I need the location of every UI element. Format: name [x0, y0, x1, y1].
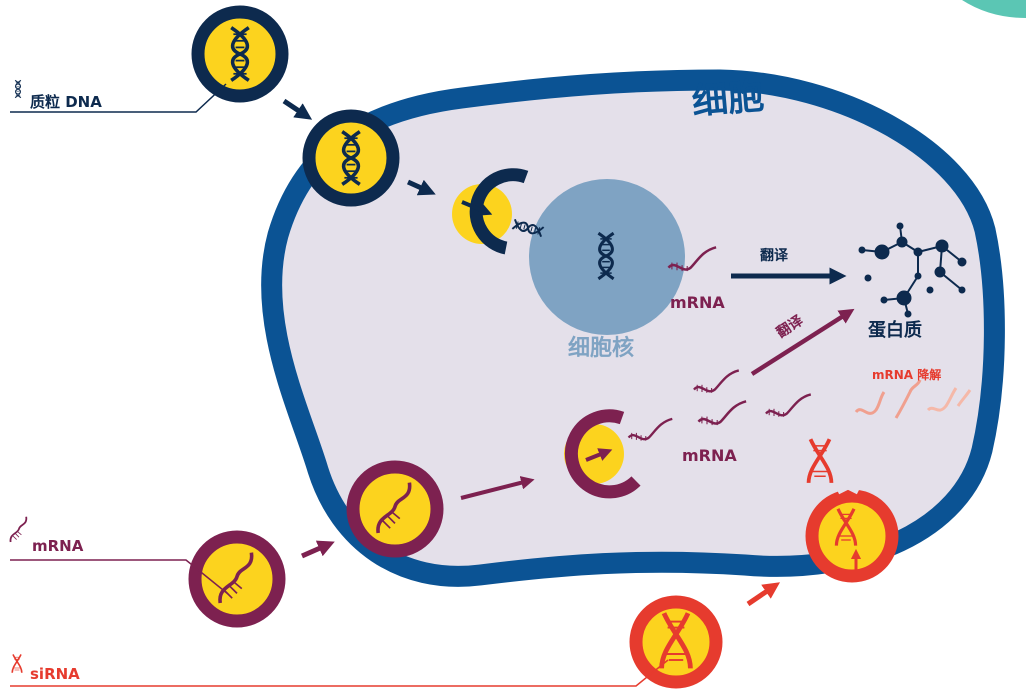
legend-sirna-label: siRNA	[30, 665, 80, 683]
arrow-mrna-2	[460, 476, 535, 500]
protein-molecule-icon	[858, 222, 967, 318]
mrna-cytoplasm-label: mRNA	[682, 446, 737, 465]
legend-plasmid-dna-label: 质粒 DNA	[30, 93, 102, 111]
rna-strand-icon	[9, 515, 28, 543]
arrow-translation-lower	[750, 308, 855, 376]
protein-label: 蛋白质	[868, 320, 922, 341]
translation-label-upper: 翻译	[760, 248, 788, 264]
legend-mrna-label: mRNA	[32, 537, 84, 555]
sirna-leader-line	[10, 659, 669, 687]
arrow-release-mrna	[585, 448, 613, 462]
nucleus-label: 细胞核	[568, 336, 635, 361]
mrna-degradation-label: mRNA 降解	[872, 368, 942, 382]
arrow-plasmid-2	[406, 179, 436, 196]
arrow-release-dna	[461, 200, 493, 216]
mrna-nucleus-label: mRNA	[670, 293, 725, 312]
plasmid-vesicle-opened	[469, 168, 529, 255]
plasmid-leader-line	[10, 83, 227, 113]
sirna-icon	[11, 653, 23, 674]
sirna-vesicle	[629, 595, 723, 689]
corner-decoration	[962, 0, 1026, 18]
mrna-leader-line	[10, 559, 229, 595]
cell-label: 细胞	[690, 75, 766, 124]
vesicle-gap	[832, 474, 864, 495]
arrow-plasmid-1	[282, 98, 313, 120]
degraded-mrna-fragments	[854, 379, 972, 419]
arrow-mrna-1	[300, 540, 335, 559]
dna-helix-icon	[14, 79, 22, 99]
arrow-sirna	[746, 582, 781, 607]
mrna-vesicle-opened	[564, 409, 641, 499]
